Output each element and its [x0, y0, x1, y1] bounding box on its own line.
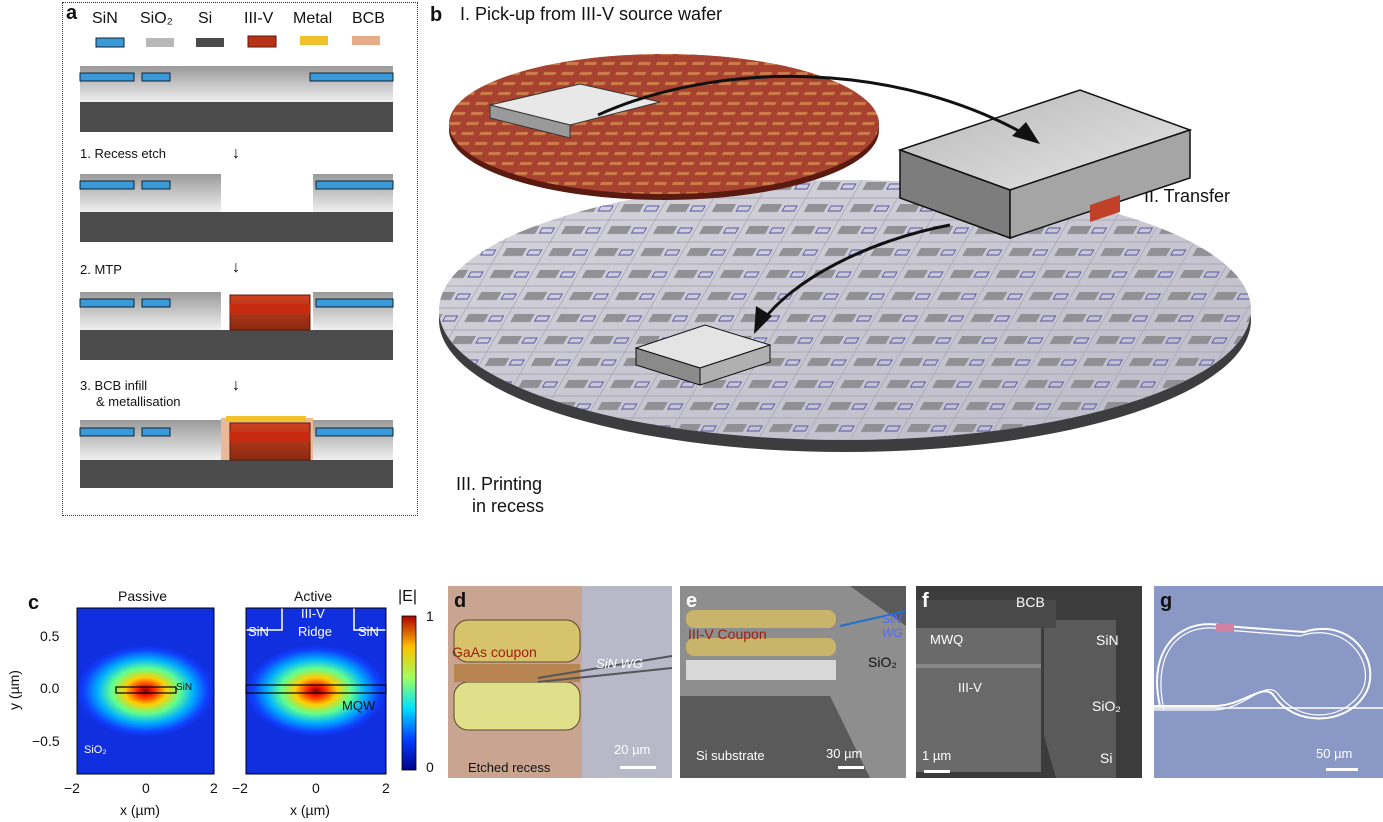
stack-mtp — [79, 292, 394, 360]
stack-bcb — [79, 416, 394, 488]
xtick-passive-neg2: −2 — [64, 780, 80, 796]
step-2-label: 2. MTP — [80, 262, 122, 277]
transfer-label: II. Transfer — [1144, 186, 1231, 206]
xtick-passive-2: 2 — [210, 780, 218, 796]
legend-swatch-iiiv — [247, 35, 277, 48]
scale-label-g: 50 µm — [1316, 746, 1353, 761]
colorbar-min: 0 — [426, 759, 434, 775]
panel-f-letter: f — [922, 590, 929, 612]
legend-iiiv: III-V — [244, 10, 274, 27]
f-iiiv-label: III-V — [958, 680, 982, 695]
iiiv-coupon-label: III-V Coupon — [688, 626, 767, 642]
etched-recess-label: Etched recess — [468, 760, 551, 775]
step-3-label: 3. BCB infill — [80, 378, 148, 393]
sin-wg-label: SiN WG — [596, 656, 643, 671]
scale-bar-d — [620, 766, 656, 769]
active-ridge-1: III-V — [301, 606, 325, 621]
panel-g-letter: g — [1160, 590, 1173, 612]
f-bcb-label: BCB — [1016, 594, 1045, 610]
legend-swatch-si — [196, 38, 224, 47]
panel-f-image — [916, 586, 1142, 778]
legend-swatch-bcb — [352, 36, 380, 45]
legend-sin: SiN — [92, 10, 118, 27]
ytick-0-5: 0.5 — [40, 628, 60, 644]
panel-d-letter: d — [454, 590, 467, 612]
printed-coupon — [634, 324, 772, 386]
passive-sio2: SiO₂ — [84, 744, 107, 756]
scale-label-e: 30 µm — [826, 746, 863, 761]
pickup-label: I. Pick-up from III-V source wafer — [460, 4, 723, 24]
stack-initial — [79, 66, 394, 132]
arrow-1: ↓ — [232, 145, 240, 162]
panel-e-letter: e — [686, 590, 698, 612]
legend-sio2: SiO₂ — [140, 10, 173, 27]
legend-swatch-sio2 — [146, 38, 174, 47]
active-sin-left: SiN — [248, 624, 269, 639]
printing-label-2: in recess — [472, 496, 545, 516]
active-sin-right: SiN — [358, 624, 379, 639]
active-title: Active — [294, 588, 333, 604]
scale-label-d: 20 µm — [614, 742, 651, 757]
arrow-pickup — [597, 74, 1036, 142]
panel-c-letter: c — [28, 592, 40, 614]
e-sin-label: SiN — [882, 612, 902, 626]
panel-b-letter: b — [430, 4, 443, 26]
scale-bar-f — [924, 770, 950, 773]
panel-e-image — [680, 586, 906, 778]
f-mwq-label: MWQ — [930, 632, 964, 647]
arrow-3: ↓ — [232, 377, 240, 394]
panel-b-illustration — [439, 54, 1251, 452]
panel-a-diagram: ↓ ↓ ↓ — [79, 35, 394, 488]
xtick-active-neg2: −2 — [232, 780, 248, 796]
panel-g-image — [1154, 586, 1383, 778]
scale-bar-e — [838, 766, 864, 769]
f-si-label: Si — [1100, 750, 1113, 766]
scale-label-f: 1 µm — [922, 748, 952, 763]
x-axis-label-active: x (µm) — [290, 802, 330, 818]
panel-c-plots — [76, 607, 417, 775]
arrow-2: ↓ — [232, 259, 240, 276]
panel-d-image — [448, 586, 672, 778]
legend-metal: Metal — [293, 10, 333, 27]
f-sin-label: SiN — [1096, 632, 1119, 648]
x-axis-label-passive: x (µm) — [120, 802, 160, 818]
legend-si: Si — [198, 10, 213, 27]
e-sio2-label: SiO₂ — [868, 654, 897, 670]
step-1-label: 1. Recess etch — [80, 146, 166, 161]
panel-a — [62, 2, 418, 516]
colorbar-label: |E| — [398, 588, 417, 605]
e-wg-label: WG — [882, 626, 903, 640]
active-ridge-2: Ridge — [298, 624, 332, 639]
ytick-0-0: 0.0 — [40, 680, 60, 696]
gaas-coupon-label: GaAs coupon — [452, 644, 537, 660]
xtick-passive-0: 0 — [142, 780, 150, 796]
step-3-label-line2: & metallisation — [96, 394, 181, 409]
colorbar-max: 1 — [426, 608, 434, 624]
arrow-print — [758, 223, 951, 326]
passive-title: Passive — [118, 588, 168, 604]
stack-recess — [79, 174, 394, 242]
xtick-active-2: 2 — [382, 780, 390, 796]
printing-label-1: III. Printing — [456, 474, 543, 494]
transfer-stamp — [897, 89, 1193, 240]
legend-swatch-metal — [300, 36, 328, 45]
scale-bar-g — [1326, 768, 1358, 771]
panel-a-letter: a — [66, 2, 78, 24]
xtick-active-0: 0 — [312, 780, 320, 796]
active-mqw: MQW — [342, 698, 376, 713]
si-substrate-label: Si substrate — [696, 748, 765, 763]
passive-sin: SiN — [176, 682, 193, 693]
f-sio2-label: SiO₂ — [1092, 698, 1121, 714]
legend-swatch-sin — [95, 37, 125, 48]
ytick-neg-0-5: −0.5 — [32, 733, 60, 749]
legend-bcb: BCB — [352, 10, 385, 27]
